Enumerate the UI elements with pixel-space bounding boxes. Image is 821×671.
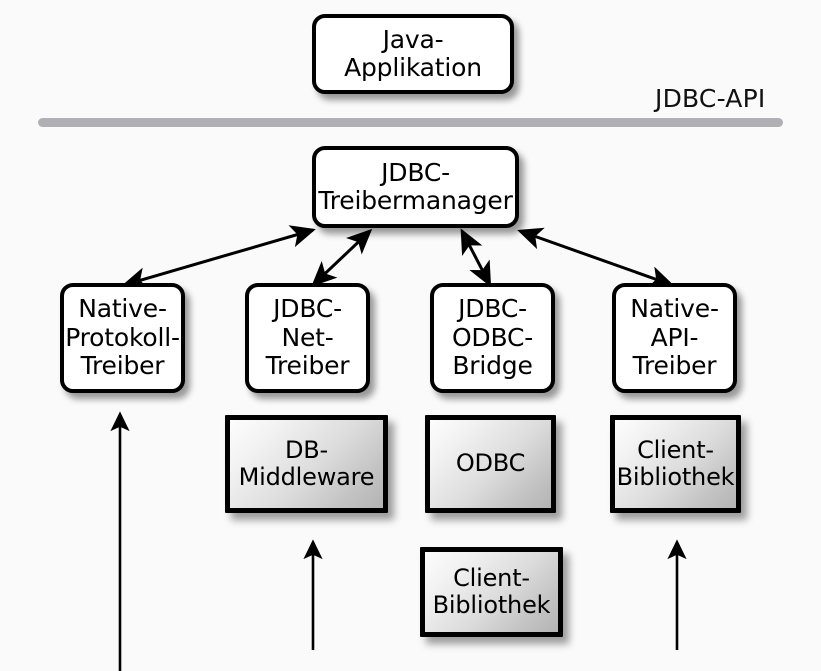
arrow-manager-to-native-api bbox=[517, 227, 675, 289]
node-client-bibliothek-right-label: Client- Bibliothek bbox=[616, 435, 735, 491]
node-jdbc-treibermanager[interactable]: JDBC- Treibermanager bbox=[312, 146, 519, 228]
node-client-bibliothek-lower[interactable]: Client- Bibliothek bbox=[420, 547, 563, 637]
node-jdbc-odbc-bridge-label: JDBC- ODBC- Bridge bbox=[451, 294, 534, 381]
jdbc-api-label: JDBC-API bbox=[655, 84, 766, 113]
node-jdbc-net-treiber-label: JDBC- Net- Treiber bbox=[265, 294, 350, 381]
node-jdbc-odbc-bridge[interactable]: JDBC- ODBC- Bridge bbox=[430, 283, 555, 393]
node-native-api-treiber[interactable]: Native- API- Treiber bbox=[612, 283, 737, 393]
node-odbc-label: ODBC bbox=[455, 449, 526, 478]
node-db-middleware-label: DB- Middleware bbox=[238, 435, 375, 491]
node-client-bibliothek-lower-label: Client- Bibliothek bbox=[432, 563, 551, 619]
jdbc-api-divider-bar bbox=[38, 118, 783, 127]
node-client-bibliothek-right[interactable]: Client- Bibliothek bbox=[610, 415, 741, 513]
node-native-protokoll-treiber[interactable]: Native- Protokoll- Treiber bbox=[60, 283, 185, 393]
arrow-manager-to-jdbc-net bbox=[311, 228, 373, 287]
node-java-applikation-label: Java- Applikation bbox=[344, 24, 482, 82]
node-db-middleware[interactable]: DB- Middleware bbox=[225, 415, 388, 513]
arrow-manager-to-native-protokoll bbox=[121, 225, 316, 290]
node-jdbc-net-treiber[interactable]: JDBC- Net- Treiber bbox=[245, 283, 370, 393]
node-java-applikation[interactable]: Java- Applikation bbox=[312, 14, 514, 94]
arrow-manager-to-jdbc-odbc bbox=[460, 228, 492, 288]
node-native-protokoll-treiber-label: Native- Protokoll- Treiber bbox=[65, 294, 180, 381]
node-native-api-treiber-label: Native- API- Treiber bbox=[630, 294, 719, 381]
node-odbc[interactable]: ODBC bbox=[425, 415, 556, 513]
node-jdbc-treibermanager-label: JDBC- Treibermanager bbox=[318, 157, 513, 215]
